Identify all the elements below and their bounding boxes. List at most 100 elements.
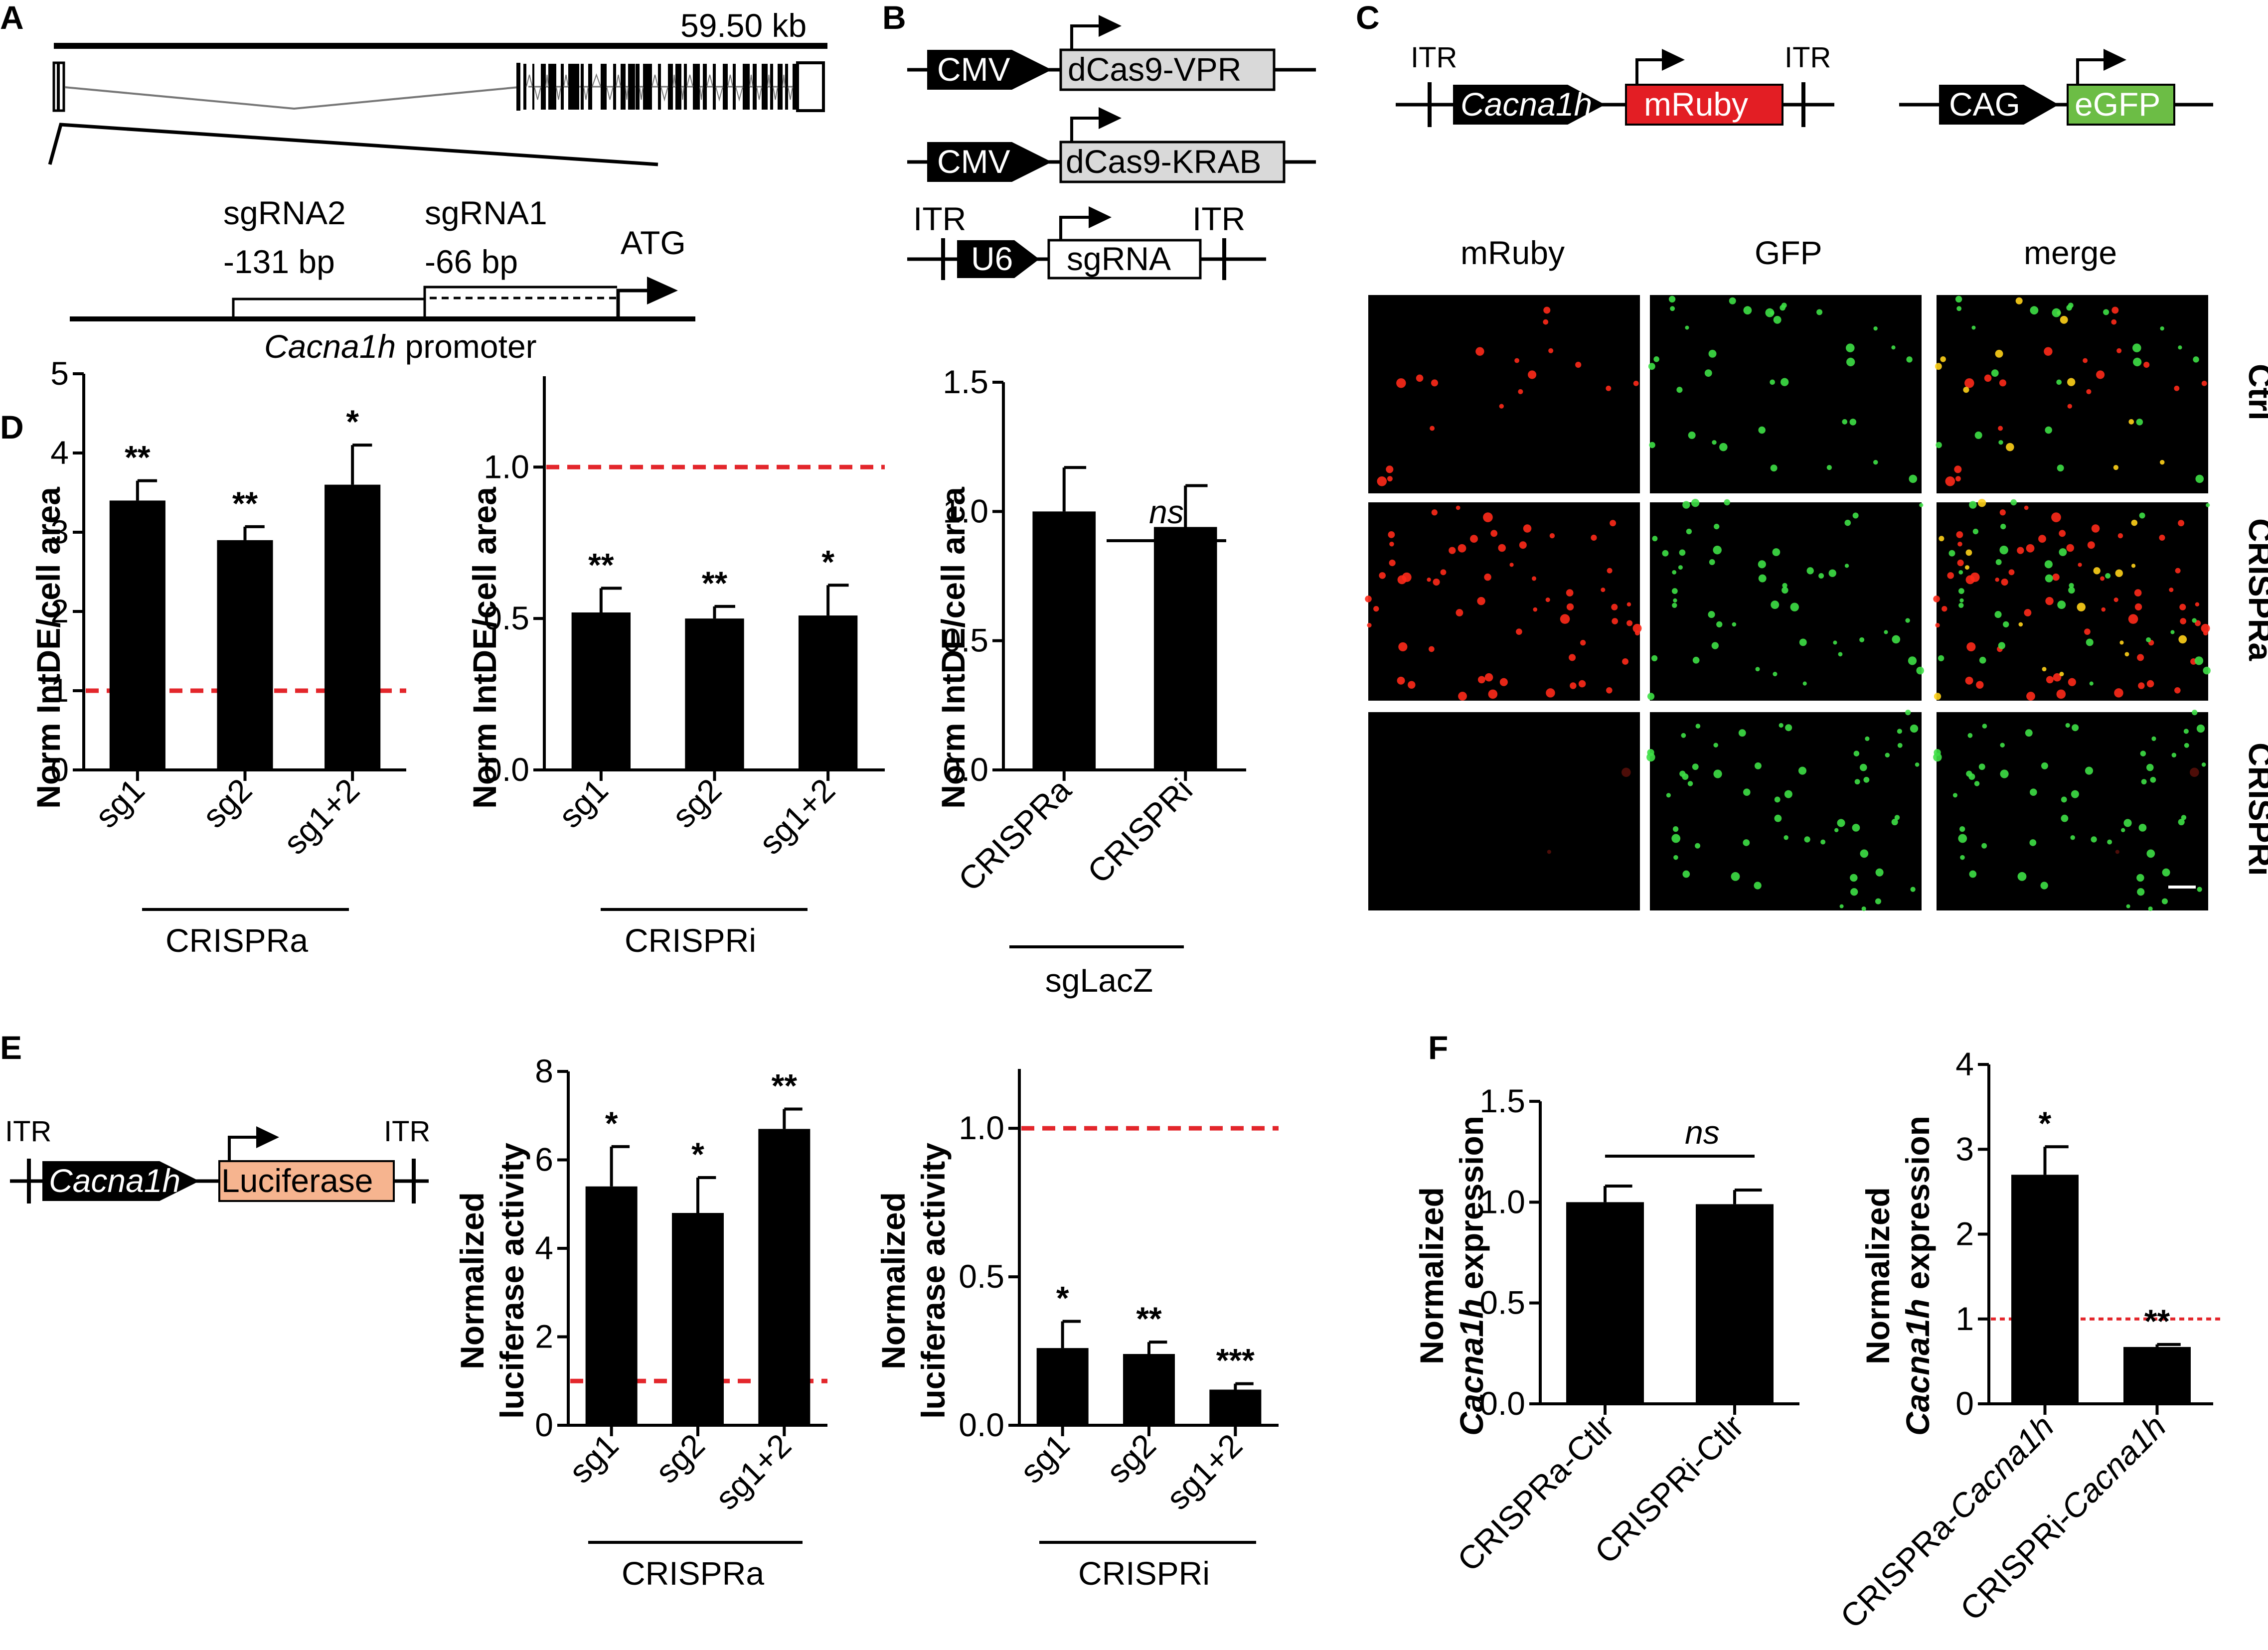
- intron-link: [686, 74, 693, 87]
- red-cell: [1566, 589, 1574, 597]
- significance-stars: **: [232, 485, 258, 522]
- red-cell: [1578, 680, 1586, 688]
- red-cell: [1570, 682, 1577, 689]
- green-cell: [1708, 611, 1715, 618]
- green-cell: [1853, 750, 1860, 756]
- green-cell: [1833, 640, 1837, 645]
- itr-label-e-left: ITR: [5, 1115, 51, 1148]
- green-cell: [2052, 308, 2061, 317]
- green-cell: [1676, 387, 1683, 393]
- red-cell: [2100, 576, 2105, 581]
- green-cell: [1963, 387, 1969, 393]
- green-cell: [1782, 587, 1788, 594]
- red-cell: [1612, 618, 1619, 624]
- green-cell: [2201, 762, 2206, 767]
- green-cell: [1940, 356, 1946, 362]
- y-tick-label: 1.5: [1479, 1082, 1525, 1119]
- red-cell: [1546, 688, 1555, 698]
- green-cell: [1724, 499, 1730, 506]
- green-cell: [2030, 788, 2037, 796]
- red-cell: [1483, 512, 1493, 522]
- intron-link: [592, 73, 601, 87]
- red-cell: [1514, 358, 1520, 363]
- red-cell: [1431, 379, 1439, 387]
- green-cell: [2150, 776, 2156, 783]
- green-cell: [1971, 325, 1976, 330]
- green-cell: [1905, 618, 1910, 623]
- green-cell: [2178, 345, 2182, 350]
- cacna1h-promoter-e: [42, 1161, 199, 1201]
- green-cell: [2146, 637, 2151, 642]
- bar: [1153, 527, 1217, 770]
- red-cell: [1488, 689, 1498, 699]
- green-cell: [1692, 656, 1700, 664]
- red-cell: [1470, 535, 1478, 543]
- panel-a: A 59.50 kb sgRNA2 -131 bp sgRNA1 -66 bp …: [0, 0, 827, 365]
- exon-block: [588, 64, 592, 110]
- green-cell: [1852, 512, 1859, 519]
- green-cell: [2018, 622, 2023, 627]
- green-cell: [1948, 550, 1955, 557]
- intron-link: [672, 74, 676, 87]
- green-cell: [1934, 693, 1942, 700]
- green-cell: [2140, 750, 2146, 756]
- red-cell: [2203, 630, 2208, 636]
- red-cell: [2146, 680, 2154, 688]
- significance-stars: *: [1056, 1279, 1069, 1316]
- green-cell: [2137, 888, 2145, 896]
- red-cell: [1606, 687, 1613, 694]
- green-cell: [2123, 819, 2132, 827]
- intron-link: [749, 74, 753, 87]
- green-cell: [1648, 363, 1655, 370]
- y-tick-label: 0.0: [1479, 1385, 1525, 1422]
- green-cell: [1892, 635, 1901, 644]
- y-tick-label: 4: [50, 434, 69, 471]
- intron-link: [534, 86, 541, 100]
- green-cell: [2103, 309, 2109, 315]
- chart-e-crispri: 0.00.51.0*sg1**sg2***sg1+2: [959, 1069, 1279, 1516]
- red-cell: [2096, 370, 2105, 379]
- red-cell: [1523, 524, 1532, 533]
- bar: [758, 1129, 810, 1425]
- red-cell: [2026, 544, 2035, 553]
- intron-link: [563, 74, 569, 87]
- red-cell: [2052, 573, 2060, 581]
- x-tick-label: sg1+2: [1159, 1427, 1249, 1517]
- exon-block: [693, 64, 700, 110]
- green-cell: [2089, 681, 2094, 686]
- green-cell: [2161, 898, 2168, 904]
- x-tick-label: sg1: [551, 771, 615, 835]
- green-cell: [1682, 870, 1690, 878]
- y-tick-label: 4: [535, 1229, 553, 1266]
- green-cell: [2006, 443, 2014, 451]
- exon-block: [523, 64, 526, 110]
- panel-label-b: B: [882, 0, 906, 36]
- intron-link: [735, 86, 743, 102]
- green-cell: [2193, 356, 2199, 363]
- green-cell: [2170, 630, 2175, 634]
- exon-block: [770, 64, 773, 110]
- green-cell: [1754, 762, 1762, 769]
- bar: [217, 540, 273, 770]
- green-cell: [1909, 474, 1918, 483]
- col-label-mruby: mRuby: [1460, 234, 1565, 271]
- red-cell: [1416, 374, 1424, 382]
- green-cell: [2178, 818, 2185, 826]
- green-cell: [2196, 724, 2205, 733]
- intron-link: [727, 74, 733, 87]
- red-cell: [2195, 602, 2200, 606]
- y-tick-label: 1.0: [484, 448, 529, 485]
- sgrna2-marker: [232, 298, 425, 318]
- y-tick-label: 2: [1955, 1215, 1974, 1252]
- red-cell: [2066, 544, 2074, 552]
- d-a-ylabel: Norm IntDE/cell area: [30, 486, 67, 809]
- intron-link: [651, 74, 658, 87]
- exon-blocks: [523, 64, 797, 110]
- green-cell: [2192, 618, 2197, 623]
- green-cell: [2192, 710, 2198, 716]
- y-tick-label: 1.0: [1479, 1183, 1525, 1220]
- green-cell: [1965, 549, 1972, 556]
- atg-label: ATG: [621, 224, 686, 261]
- micrograph-tile: [1368, 712, 1640, 910]
- red-cell: [1955, 476, 1961, 482]
